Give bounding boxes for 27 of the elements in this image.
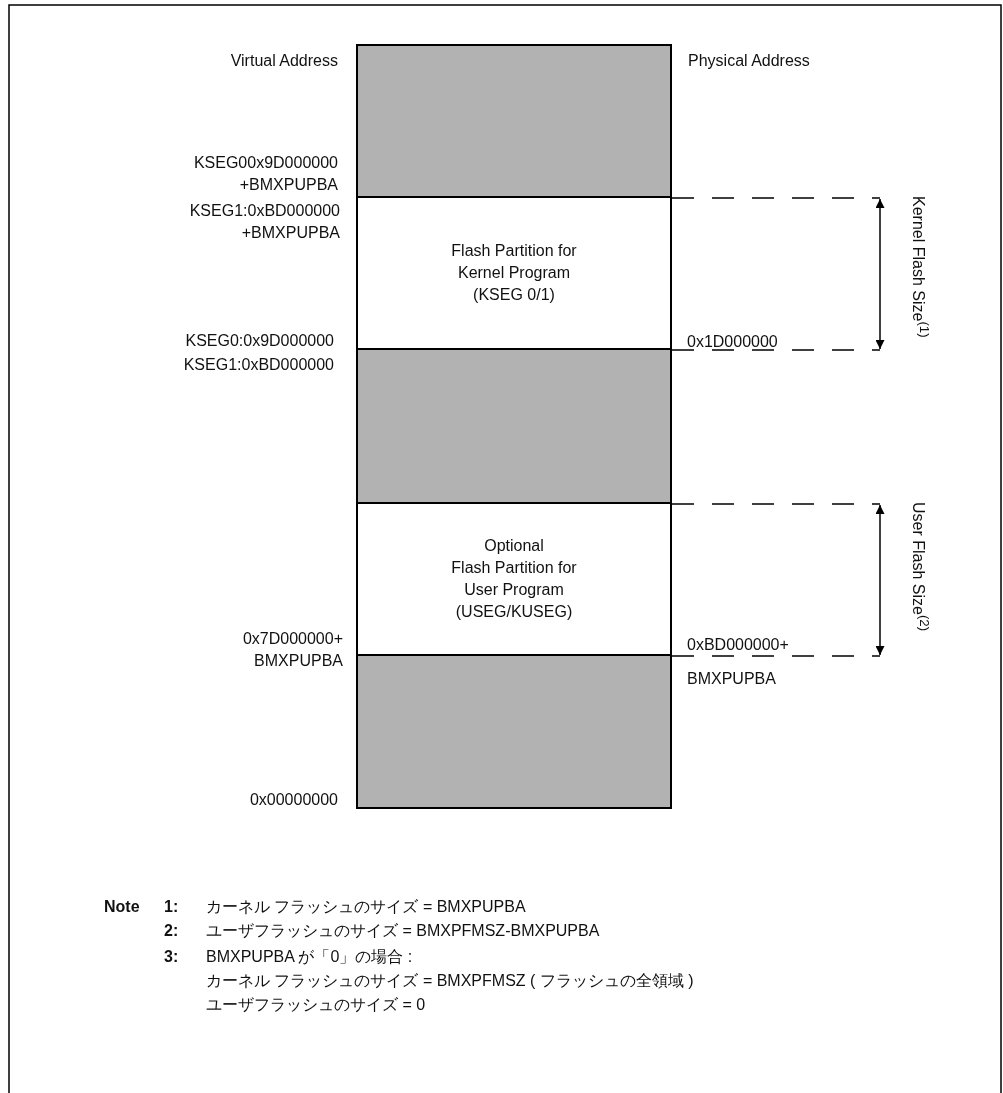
address-label: 0x00000000 [248,790,338,810]
reserved-region [356,656,672,809]
address-label: KSEG1:0xBD000000 +BMXPUPBA [188,201,340,243]
address-label: KSEG0:0x9D000000 [184,331,334,351]
address-label: KSEG1:0xBD000000 [182,355,334,375]
address-label: 0x1D000000 [687,332,778,352]
note-text: カーネル フラッシュのサイズ = BMXPUPBA [206,897,526,917]
partition-label: Flash Partition for User Program (USEG/KUSEG) [450,558,578,622]
note-text: ユーザフラッシュのサイズ = BMXPFMSZ-BMXPUPBA [206,921,600,941]
note-number: 2: [164,921,179,941]
note-text: カーネル フラッシュのサイズ = BMXPFMSZ ( フラッシュの全領域 ) [206,971,694,991]
reserved-region [356,350,672,504]
note-text: ユーザフラッシュのサイズ = 0 [206,995,426,1015]
address-label: 0x7D000000+ BMXPUPBA [241,629,343,671]
note-heading: Note [104,897,140,917]
flash-partition [356,198,672,350]
partition-label: Flash Partition for Kernel Program (KSEG 0/1) [450,241,578,305]
flash-partition [356,504,672,656]
note-number: 1: [164,897,179,917]
address-label: 0xBD000000+ BMXPUPBA [687,635,790,689]
address-label: KSEG00x9D000000 +BMXPUPBA [192,153,338,195]
reserved-region [356,44,672,198]
column-heading: Physical Address [688,51,810,71]
column-heading: Virtual Address [229,51,338,71]
note-text: BMXPUPBA が「0」の場合 : [206,947,413,967]
note-number: 3: [164,947,179,967]
partition-label: Optional [483,536,545,556]
